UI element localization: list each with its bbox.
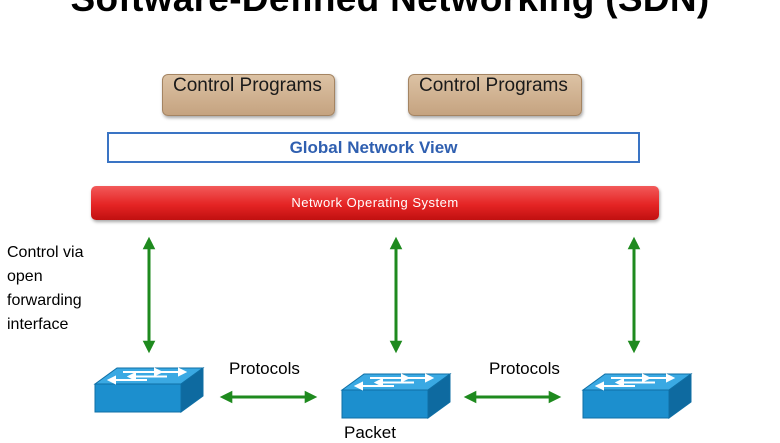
switch-icon-3 (581, 373, 693, 419)
global-network-view-box: Global Network View (107, 132, 640, 163)
switch-icon-1 (93, 367, 205, 413)
control-programs-box-1: Control Programs (162, 74, 335, 116)
protocols-label-right: Protocols (489, 359, 560, 378)
control-interface-label: Control via open forwarding interface (7, 244, 84, 333)
control-programs-box-2: Control Programs (408, 74, 582, 116)
network-operating-system-bar: Network Operating System (91, 186, 659, 220)
switch-icon-2 (340, 373, 452, 419)
packet-label: Packet (344, 423, 396, 442)
protocols-label-left: Protocols (229, 359, 300, 378)
page-title: Software-Defined Networking (SDN) (0, 0, 780, 20)
